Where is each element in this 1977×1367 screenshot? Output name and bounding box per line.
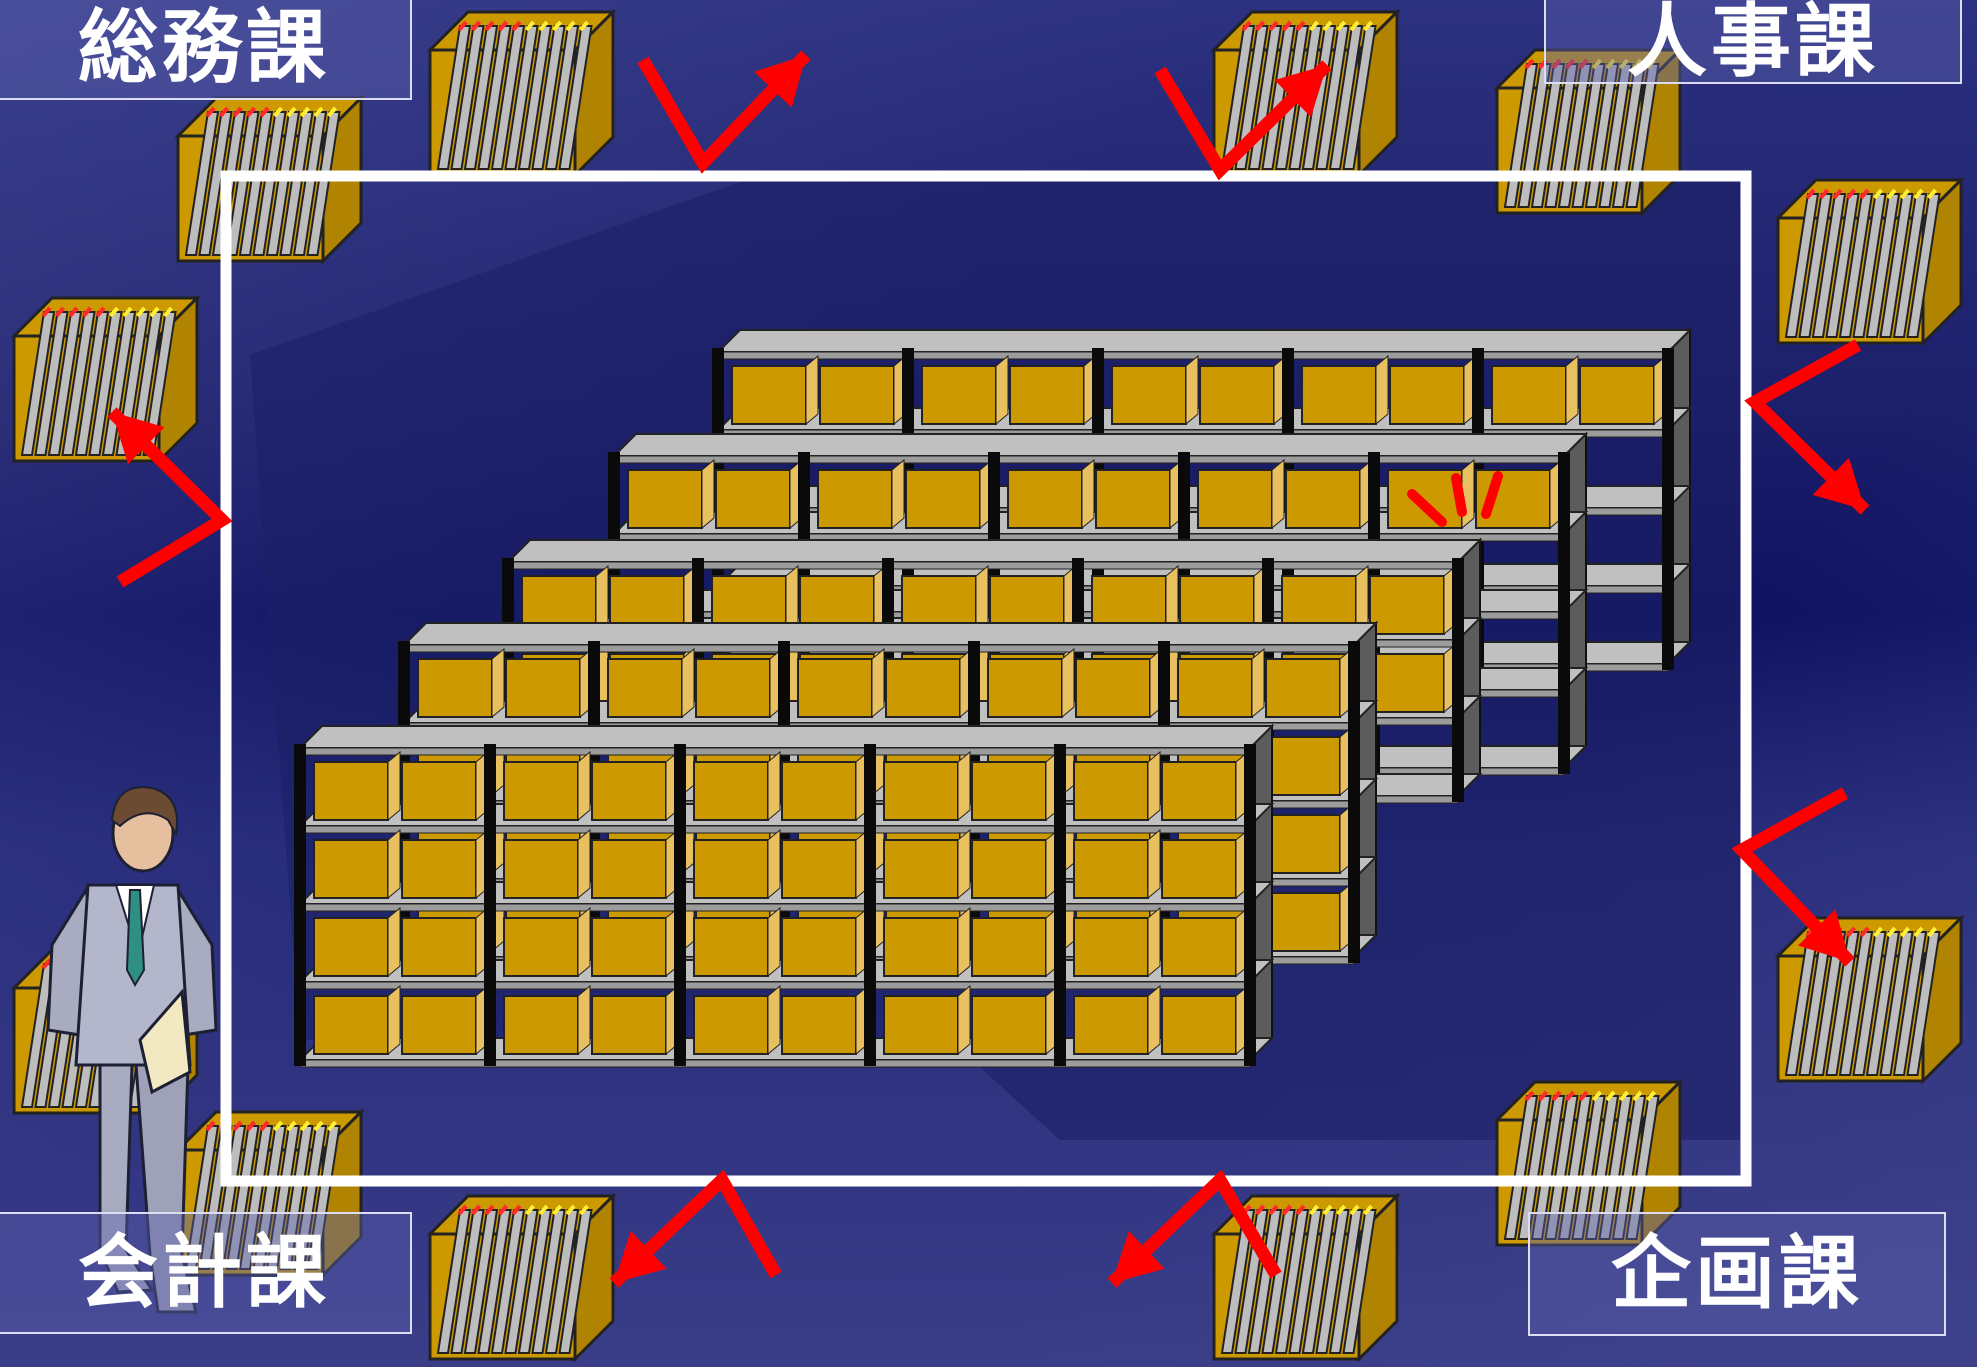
storage-rack [294,726,1272,1067]
file-stack [1778,180,1961,343]
department-label-soumu: 総務課 [0,0,412,100]
department-label-jinji: 人事課 [1544,0,1962,84]
flow-arrow [1755,345,1865,510]
flow-arrow [643,55,806,163]
file-stack [430,1196,613,1359]
file-stack [430,12,613,175]
department-label-kaikei: 会計課 [0,1212,412,1334]
file-stack [14,298,197,461]
flow-arrow [614,1180,776,1283]
department-label-kikaku: 企画課 [1528,1212,1946,1336]
